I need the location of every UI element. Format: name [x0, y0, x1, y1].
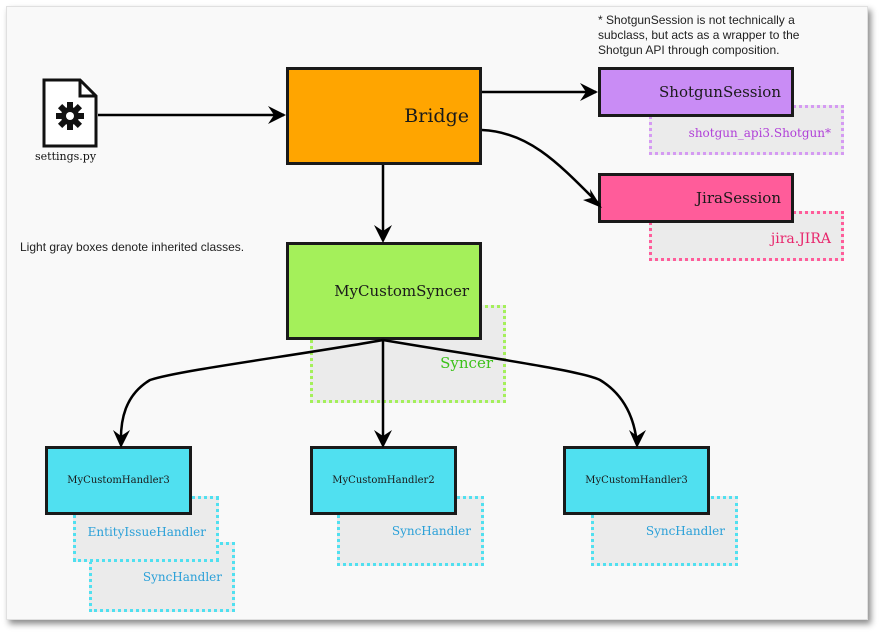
jira-session-label: JiraSession — [696, 189, 781, 207]
jira-session-node[interactable]: JiraSession — [598, 173, 794, 223]
settings-file-icon[interactable] — [42, 78, 98, 148]
my-custom-handler3-left-node[interactable]: MyCustomHandler3 — [45, 446, 192, 515]
my-custom-handler3-right-node[interactable]: MyCustomHandler3 — [563, 446, 710, 515]
my-custom-handler2-label: MyCustomHandler2 — [332, 475, 435, 486]
bridge-node[interactable]: Bridge — [286, 67, 482, 165]
shotgun-api3-parent-label: shotgun_api3.Shotgun* — [688, 126, 831, 140]
my-custom-syncer-label: MyCustomSyncer — [334, 282, 469, 300]
sync-handler-parent-label-left: SyncHandler — [142, 570, 222, 584]
syncer-parent-label: Syncer — [440, 354, 493, 372]
bridge-label: Bridge — [404, 105, 469, 127]
sync-handler-parent-label-mid: SyncHandler — [391, 524, 471, 538]
sync-handler-parent-box-right: SyncHandler — [591, 496, 738, 566]
shotgun-session-label: ShotgunSession — [659, 83, 781, 101]
inherited-classes-note: Light gray boxes denote inherited classe… — [20, 240, 245, 254]
entity-issue-handler-parent-label: EntityIssueHandler — [87, 525, 206, 539]
my-custom-handler2-node[interactable]: MyCustomHandler2 — [310, 446, 457, 515]
my-custom-syncer-node[interactable]: MyCustomSyncer — [286, 242, 482, 340]
sync-handler-parent-label-right: SyncHandler — [645, 524, 725, 538]
my-custom-handler3-right-label: MyCustomHandler3 — [585, 475, 688, 486]
shotgun-footnote: * ShotgunSession is not technically a su… — [598, 13, 800, 57]
gear-icon — [56, 102, 84, 130]
my-custom-handler3-left-label: MyCustomHandler3 — [67, 475, 170, 486]
shotgun-session-node[interactable]: ShotgunSession — [598, 67, 794, 117]
jira-parent-label: jira.JIRA — [770, 231, 831, 247]
settings-file-label: settings.py — [35, 150, 97, 163]
